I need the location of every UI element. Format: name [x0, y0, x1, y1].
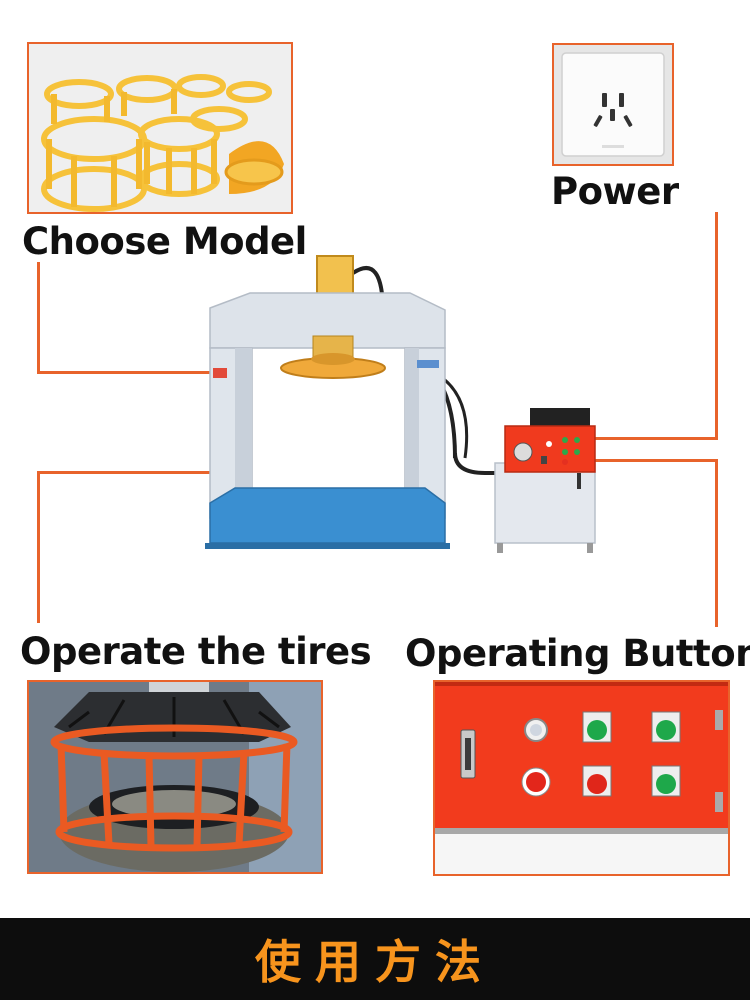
- connector-button-h: [592, 459, 718, 462]
- connector-operate-tires-h: [37, 471, 213, 474]
- connector-operate-tires-v: [37, 471, 40, 623]
- operate-tires-image: [27, 680, 323, 874]
- choose-model-image: [27, 42, 293, 214]
- connector-power-h: [592, 437, 718, 440]
- hydraulic-press-machine: [205, 248, 605, 553]
- footer-banner: 使用方法: [0, 918, 750, 1000]
- choose-model-label: Choose Model: [22, 220, 307, 263]
- operating-button-label: Operating Button: [405, 632, 750, 675]
- operate-tires-label: Operate the tires: [20, 630, 372, 673]
- power-socket-icon: [593, 93, 633, 127]
- connector-choose-model-h: [37, 371, 213, 374]
- power-label: Power: [551, 170, 679, 213]
- connector-button-v: [715, 459, 718, 627]
- operating-button-image: [433, 680, 730, 876]
- footer-title: 使用方法: [255, 935, 495, 989]
- connector-power-v: [715, 212, 718, 440]
- connector-choose-model-v: [37, 262, 40, 374]
- power-image: [552, 43, 674, 166]
